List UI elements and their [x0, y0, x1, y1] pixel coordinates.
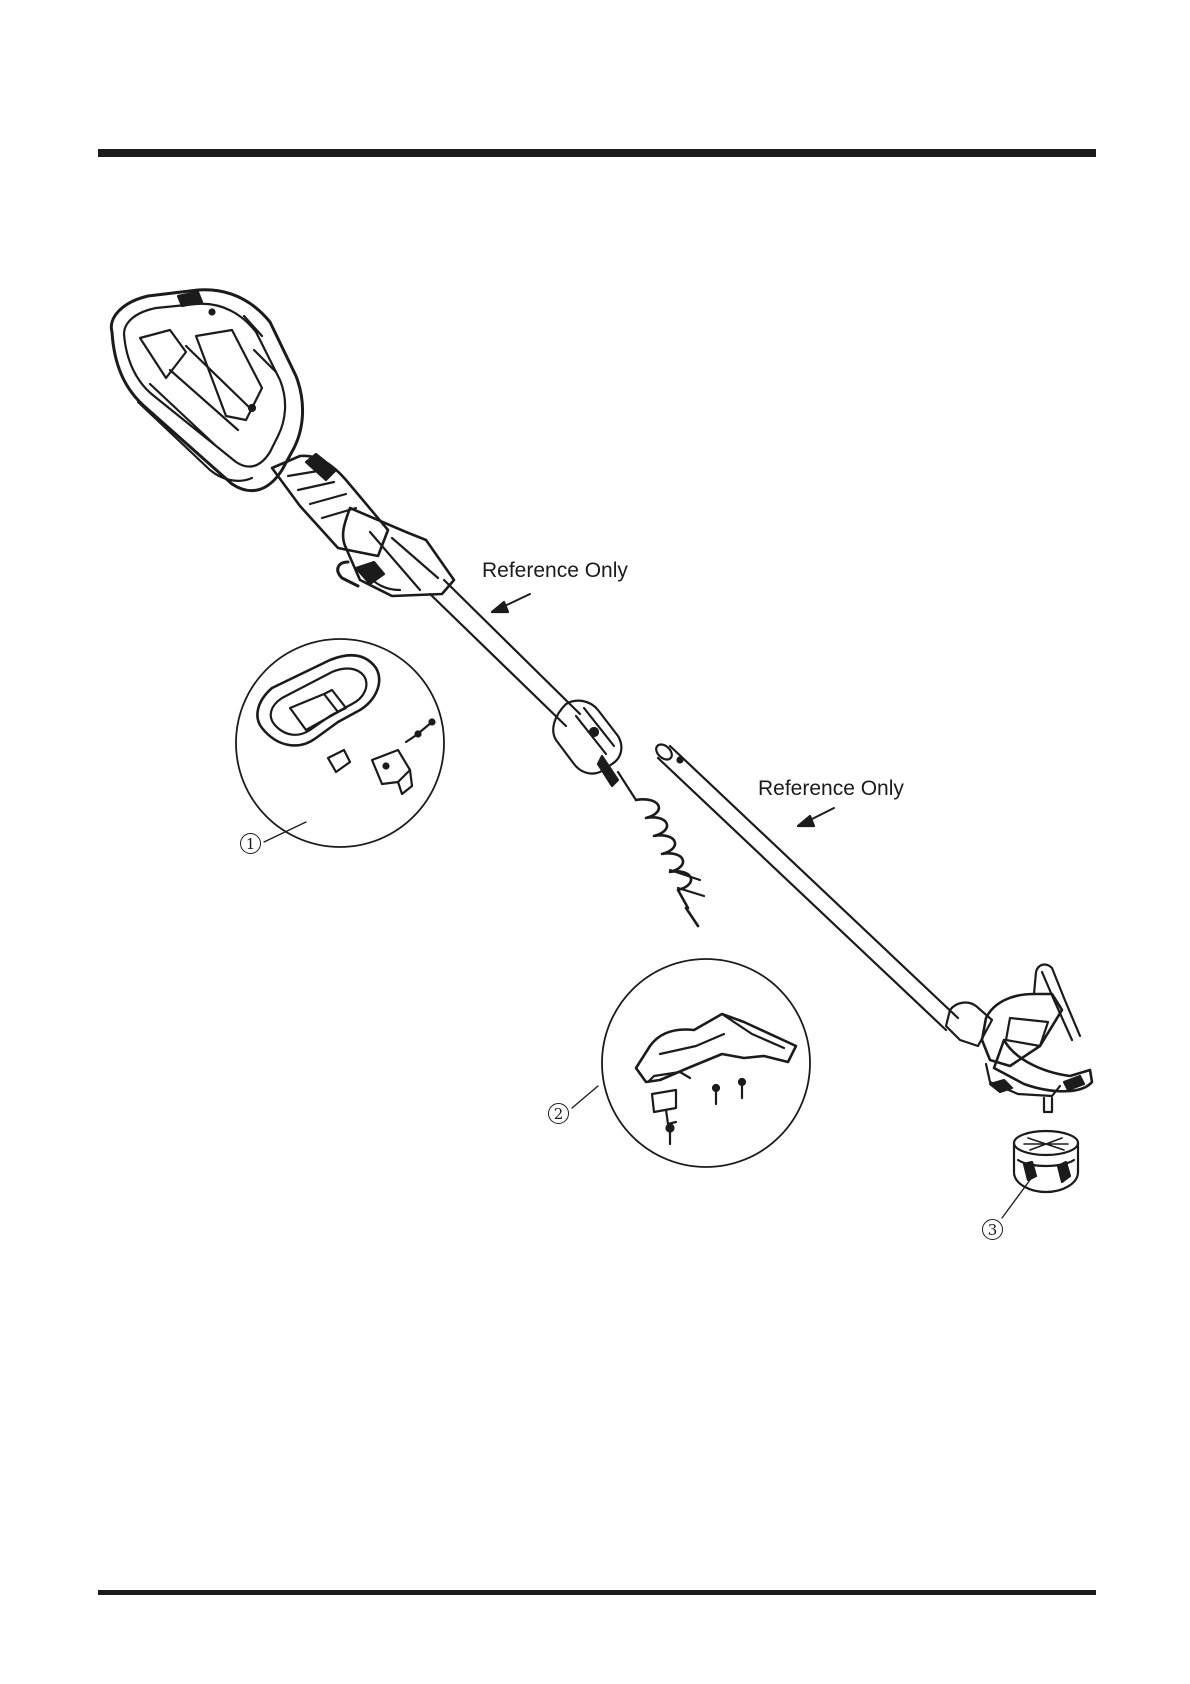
- reference-arrow-1: [492, 594, 530, 612]
- shaft-coupler: [553, 701, 621, 786]
- reference-arrow-2: [798, 808, 834, 826]
- detail-circle-1: [236, 639, 444, 847]
- callout-1: 1: [240, 833, 261, 854]
- callout-2: 2: [548, 1103, 569, 1124]
- callout-3: 3: [982, 1219, 1003, 1240]
- handle-trigger: [272, 454, 454, 596]
- footer-rule: [98, 1590, 1096, 1595]
- motor-housing: [111, 290, 302, 491]
- reference-label-upper: Reference Only: [482, 559, 628, 583]
- reference-label-lower: Reference Only: [758, 777, 904, 801]
- leader-line-3: [1002, 1180, 1030, 1218]
- coiled-cable: [618, 772, 704, 926]
- trimmer-head: [946, 965, 1092, 1112]
- spool: [1014, 1131, 1078, 1192]
- detail-circle-2: [572, 959, 810, 1167]
